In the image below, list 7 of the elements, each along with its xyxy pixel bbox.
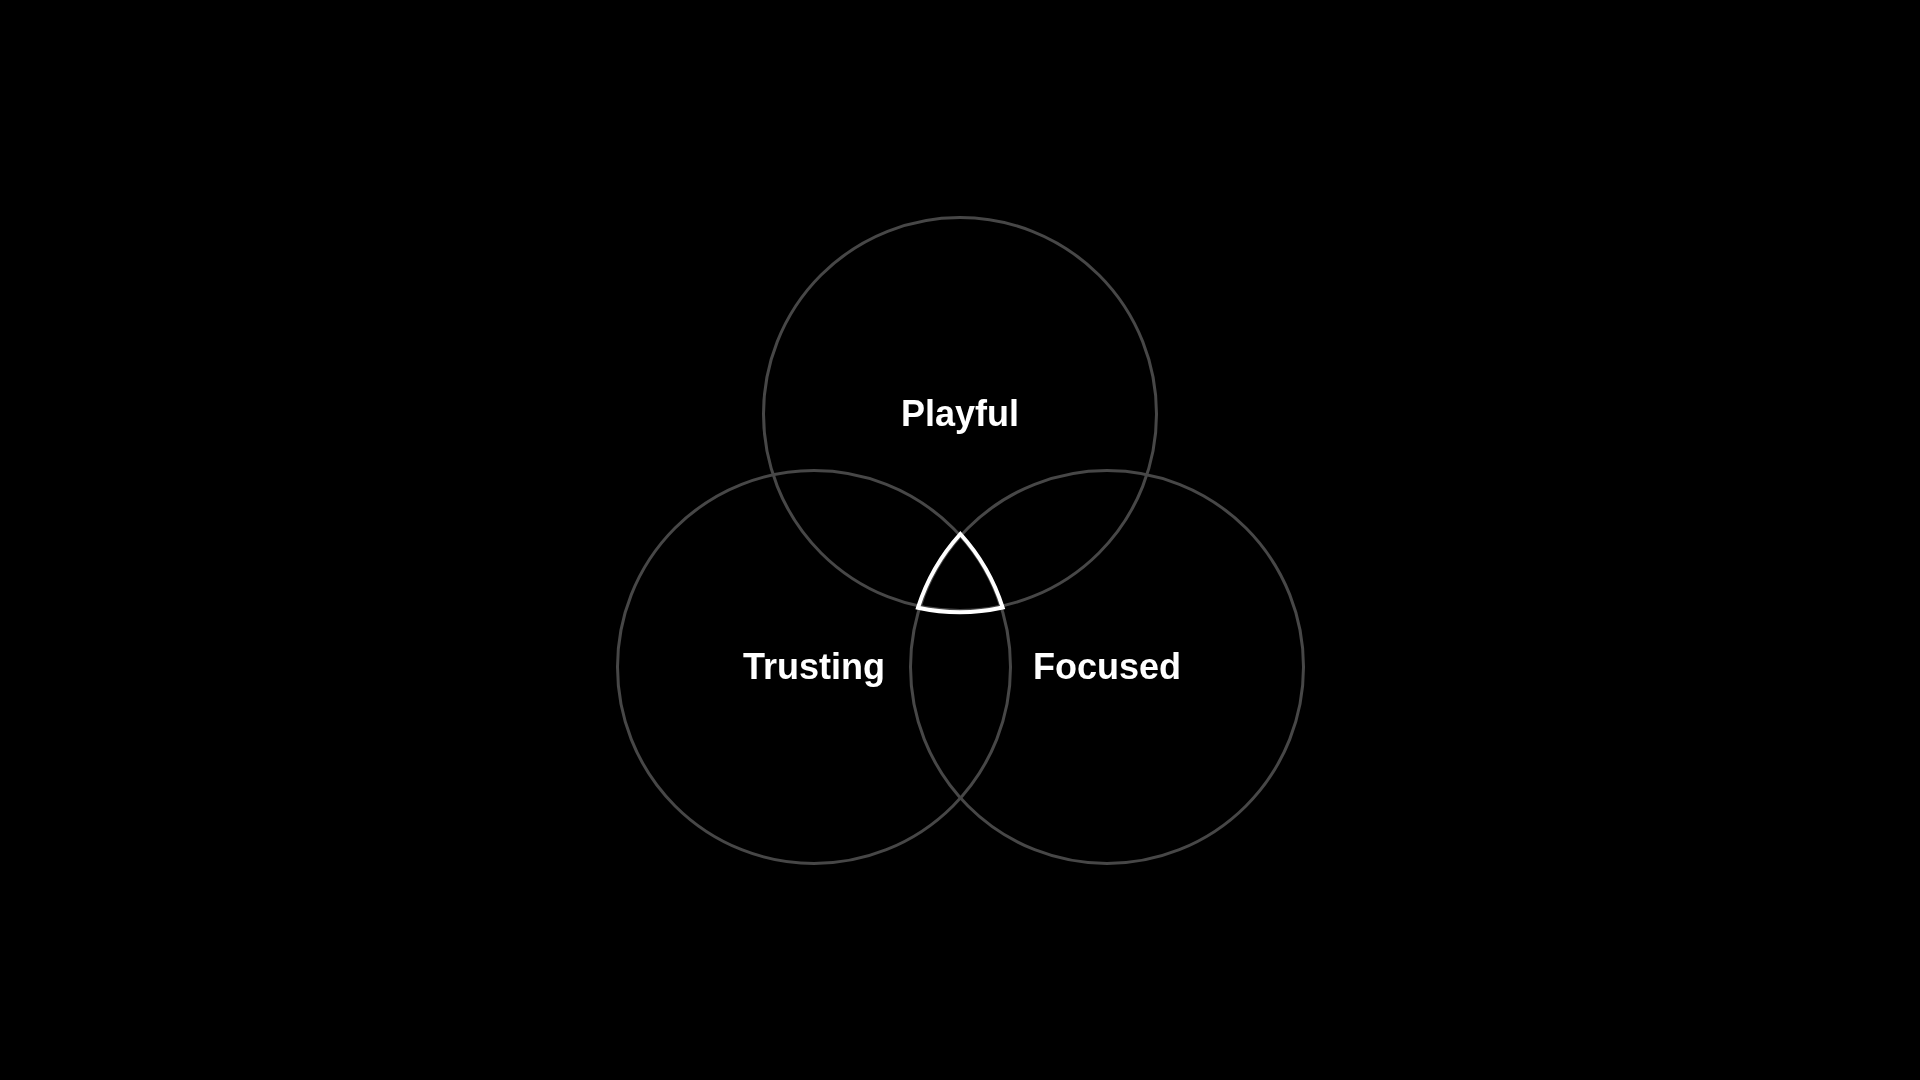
venn-circle [616, 469, 1012, 865]
circle-label: Trusting [743, 646, 885, 688]
circle-label: Playful [900, 393, 1019, 435]
intersection-outline [914, 531, 1007, 615]
venn-circle [762, 216, 1158, 612]
circle-label: Focused [1033, 646, 1181, 688]
venn-circle [909, 469, 1305, 865]
